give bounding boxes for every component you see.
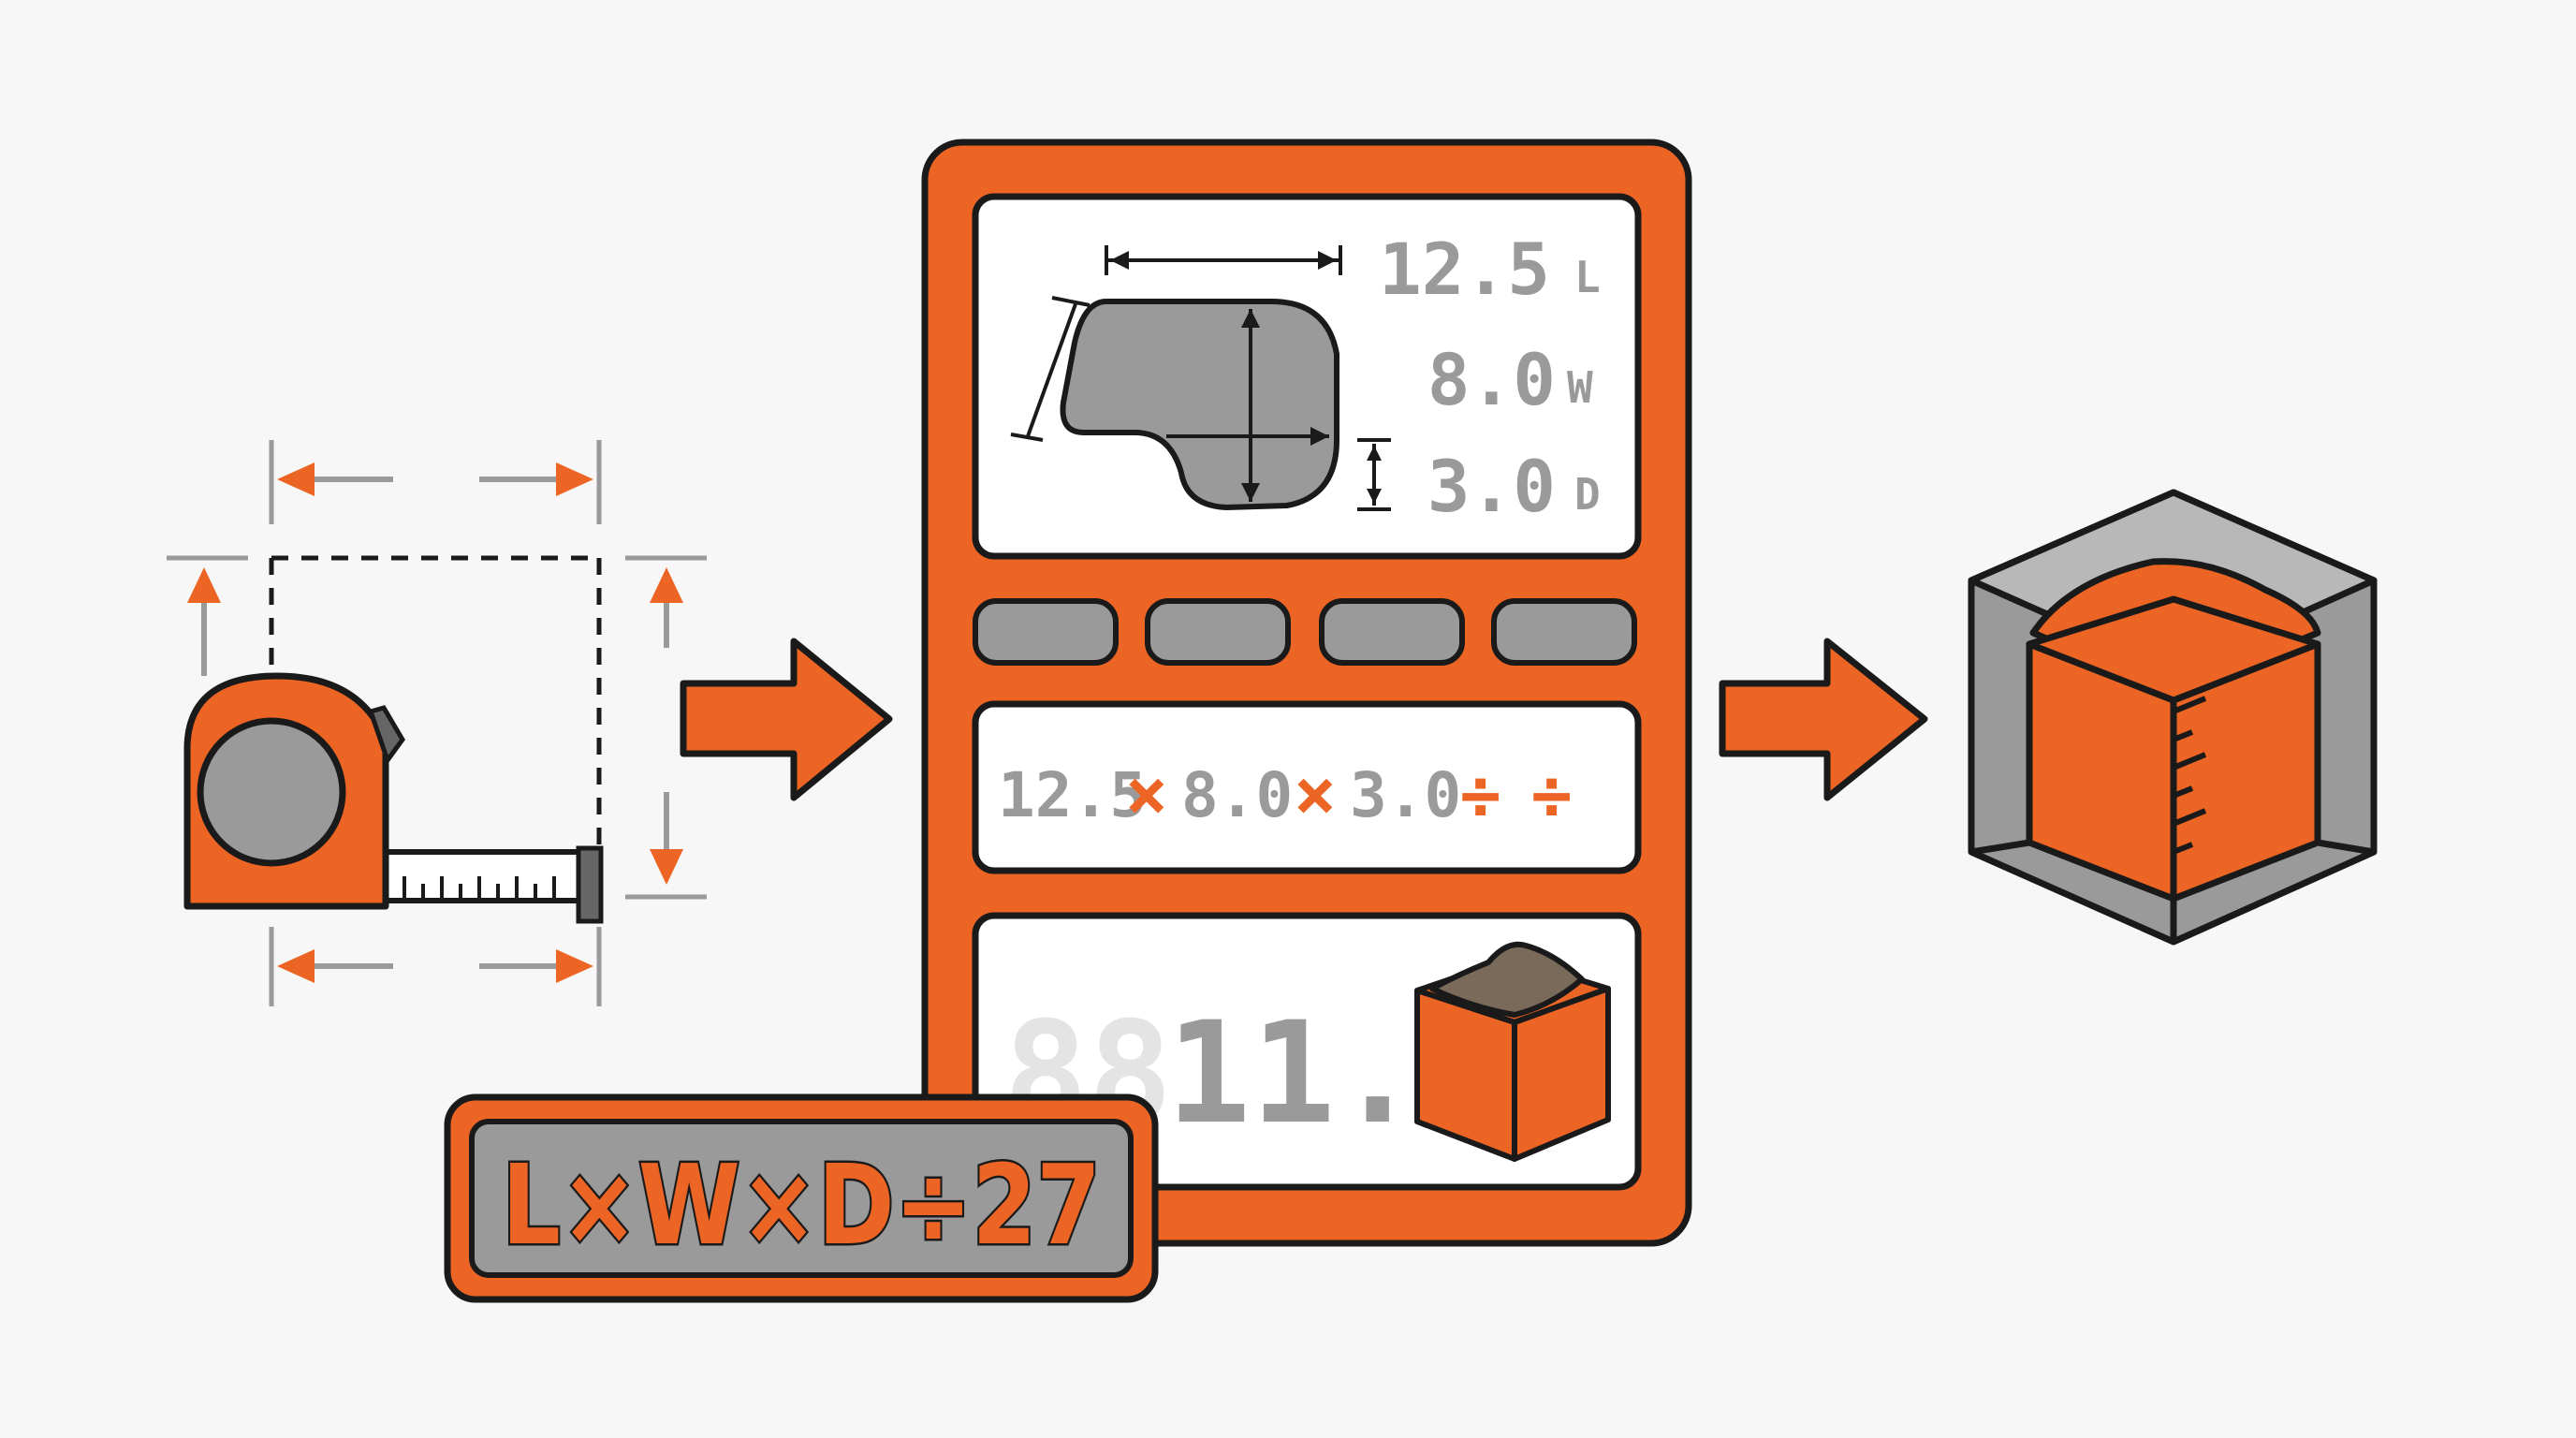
calculator-device: 12.5 L 8.0 W 3.0 D 12.5 × 8.0 × 3.0 (921, 139, 1692, 1247)
length-value: 12.5 (1379, 227, 1550, 311)
volume-cube-icon (1968, 489, 2378, 946)
calculator-button-row (973, 598, 1637, 666)
length-unit: L (1574, 252, 1601, 302)
width-value: 8.0 (1427, 338, 1556, 421)
calculator-button-1[interactable] (973, 598, 1119, 666)
tape-measure-icon (183, 672, 604, 924)
height-dimension-arrows (187, 567, 683, 885)
measured-area-outline (269, 555, 602, 847)
expression-screen: 12.5 × 8.0 × 3.0 ÷ ÷ (972, 700, 1642, 874)
expression-length: 12.5 (998, 759, 1147, 831)
expression-width: 8.0 (1181, 759, 1293, 831)
dimension-extension-lines (167, 440, 707, 1006)
width-unit: W (1567, 362, 1593, 413)
expression-depth: 3.0 (1350, 759, 1461, 831)
times-symbol: × (1125, 752, 1168, 835)
formula-text: L×W×D÷27 (502, 1140, 1101, 1269)
measurement-group (167, 440, 707, 1006)
right-arrow-icon (1719, 638, 1928, 801)
garden-bed-shape-icon (1060, 299, 1339, 510)
length-dimension-arrows (277, 462, 593, 983)
calculator-button-3[interactable] (1319, 598, 1465, 666)
depth-unit: D (1574, 469, 1601, 520)
soil-cube-icon (1414, 941, 1611, 1162)
right-arrow-icon (680, 638, 893, 801)
depth-value: 3.0 (1427, 445, 1556, 528)
formula-badge: L×W×D÷27 (444, 1093, 1159, 1303)
calculator-button-2[interactable] (1145, 598, 1291, 666)
divide-symbol: ÷ (1531, 756, 1572, 834)
divide-symbol: ÷ (1460, 756, 1500, 834)
dimension-screen: 12.5 L 8.0 W 3.0 D (972, 193, 1642, 560)
times-symbol: × (1294, 752, 1337, 835)
calculator-button-4[interactable] (1491, 598, 1637, 666)
